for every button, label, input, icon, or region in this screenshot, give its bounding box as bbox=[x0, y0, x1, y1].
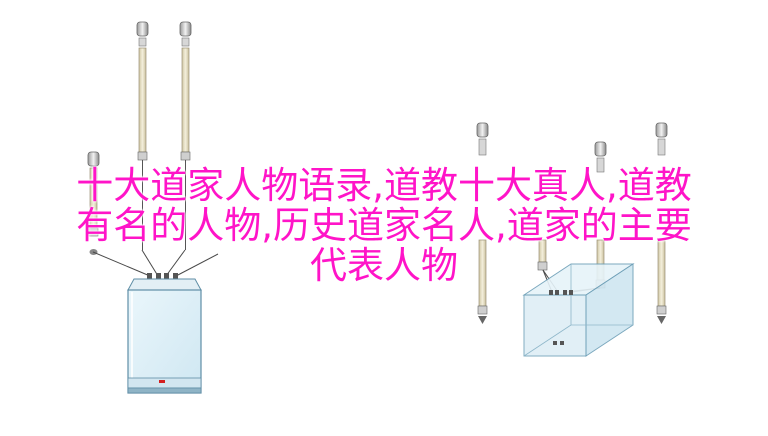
headline-line-3: 代表人物 bbox=[310, 244, 458, 287]
left-rod-1 bbox=[136, 21, 149, 250]
headline-line-1: 十大道家人物语录,道教十大真人,道教 bbox=[76, 164, 692, 207]
left-suspension-wires bbox=[92, 249, 219, 277]
glass-cube bbox=[522, 263, 635, 357]
glass-cabinet bbox=[127, 278, 202, 394]
left-rod-2 bbox=[179, 21, 192, 250]
right-rod-4 bbox=[537, 239, 548, 271]
headline-line-2: 有名的人物,历史道家名人,道家的主要 bbox=[76, 204, 692, 247]
right-rod-1 bbox=[476, 122, 489, 324]
right-rod-3 bbox=[655, 122, 668, 324]
